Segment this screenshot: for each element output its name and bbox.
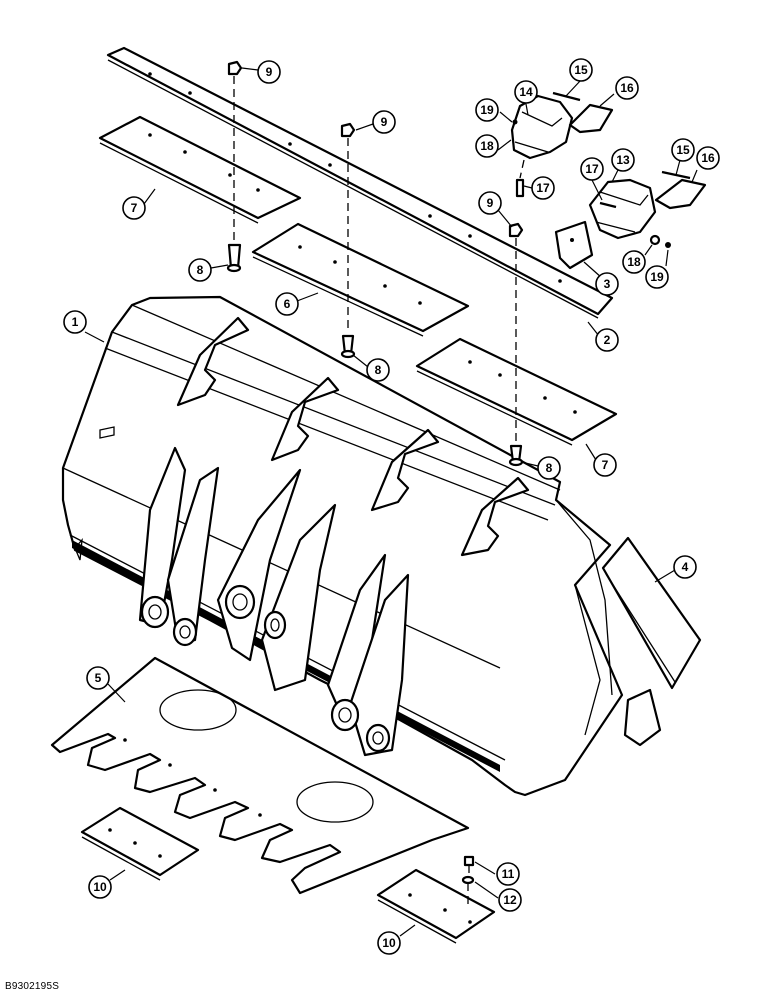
callout-label: 6 xyxy=(284,297,291,311)
callout-label: 8 xyxy=(546,461,553,475)
callout: 15 xyxy=(671,138,695,162)
callout: 2 xyxy=(595,328,619,352)
callout-label: 2 xyxy=(604,333,611,347)
callout: 15 xyxy=(569,58,593,82)
tooth-assembly-lower-part xyxy=(588,170,707,248)
callout: 5 xyxy=(86,666,110,690)
callout: 7 xyxy=(593,453,617,477)
callout: 17 xyxy=(580,157,604,181)
callout: 19 xyxy=(475,98,499,122)
callout-label: 14 xyxy=(519,85,533,99)
callout-label: 1 xyxy=(72,315,79,329)
callout-label: 17 xyxy=(536,181,550,195)
side-cutter-part xyxy=(554,220,594,270)
callout: 12 xyxy=(498,888,522,912)
edge-segment-right-part xyxy=(415,337,618,446)
callout: 17 xyxy=(531,176,555,200)
callout-label: 8 xyxy=(375,363,382,377)
figure-reference-code: B9302195S xyxy=(5,981,60,992)
callout-label: 5 xyxy=(95,671,102,685)
callout-label: 9 xyxy=(266,65,273,79)
callout: 9 xyxy=(478,191,502,215)
callout-label: 19 xyxy=(650,270,664,284)
fasteners-part xyxy=(226,60,524,467)
callout: 18 xyxy=(475,134,499,158)
callout-label: 4 xyxy=(682,560,689,574)
callout: 19 xyxy=(645,265,669,289)
callout: 8 xyxy=(188,258,212,282)
callout: 8 xyxy=(366,358,390,382)
callout-label: 19 xyxy=(480,103,494,117)
callout-label: 16 xyxy=(620,81,634,95)
callout: 14 xyxy=(514,80,538,104)
callout-label: 18 xyxy=(627,255,641,269)
edge-segment-left-part xyxy=(98,115,302,224)
callout-label: 15 xyxy=(676,143,690,157)
bucket-part xyxy=(61,295,662,797)
callout-label: 17 xyxy=(585,162,599,176)
callout-label: 15 xyxy=(574,63,588,77)
callout: 1 xyxy=(63,310,87,334)
callout-label: 3 xyxy=(604,277,611,291)
callout: 11 xyxy=(496,862,520,886)
callout-label: 12 xyxy=(503,893,517,907)
callout: 6 xyxy=(275,292,299,316)
callout: 7 xyxy=(122,196,146,220)
callout: 4 xyxy=(673,555,697,579)
callout: 18 xyxy=(622,250,646,274)
callout-label: 9 xyxy=(381,115,388,129)
callout-label: 16 xyxy=(701,151,715,165)
callout-label: 11 xyxy=(502,867,515,881)
edge-segment-center-part xyxy=(251,222,470,337)
bolt-washer-part xyxy=(461,855,475,905)
callout: 9 xyxy=(372,110,396,134)
callout: 10 xyxy=(377,931,401,955)
callout: 10 xyxy=(88,875,112,899)
callout: 16 xyxy=(615,76,639,100)
callout: 9 xyxy=(257,60,281,84)
callout: 3 xyxy=(595,272,619,296)
bottom-wear-plate-part xyxy=(50,656,470,895)
cutting-edge-part xyxy=(106,46,614,319)
wear-pad-left-part xyxy=(80,806,200,881)
callout: 8 xyxy=(537,456,561,480)
side-wear-plate-part xyxy=(601,536,702,690)
leader-lines xyxy=(84,67,698,937)
callout-label: 18 xyxy=(480,139,494,153)
callout-label: 10 xyxy=(382,936,396,950)
callout: 16 xyxy=(696,146,720,170)
callout-label: 7 xyxy=(131,201,138,215)
callout-label: 13 xyxy=(616,153,630,167)
wear-pad-right-part xyxy=(376,868,496,944)
callout-label: 10 xyxy=(93,880,107,894)
callout-label: 7 xyxy=(602,458,609,472)
callout: 13 xyxy=(611,148,635,172)
callout-label: 8 xyxy=(197,263,204,277)
callout-label: 9 xyxy=(487,196,494,210)
